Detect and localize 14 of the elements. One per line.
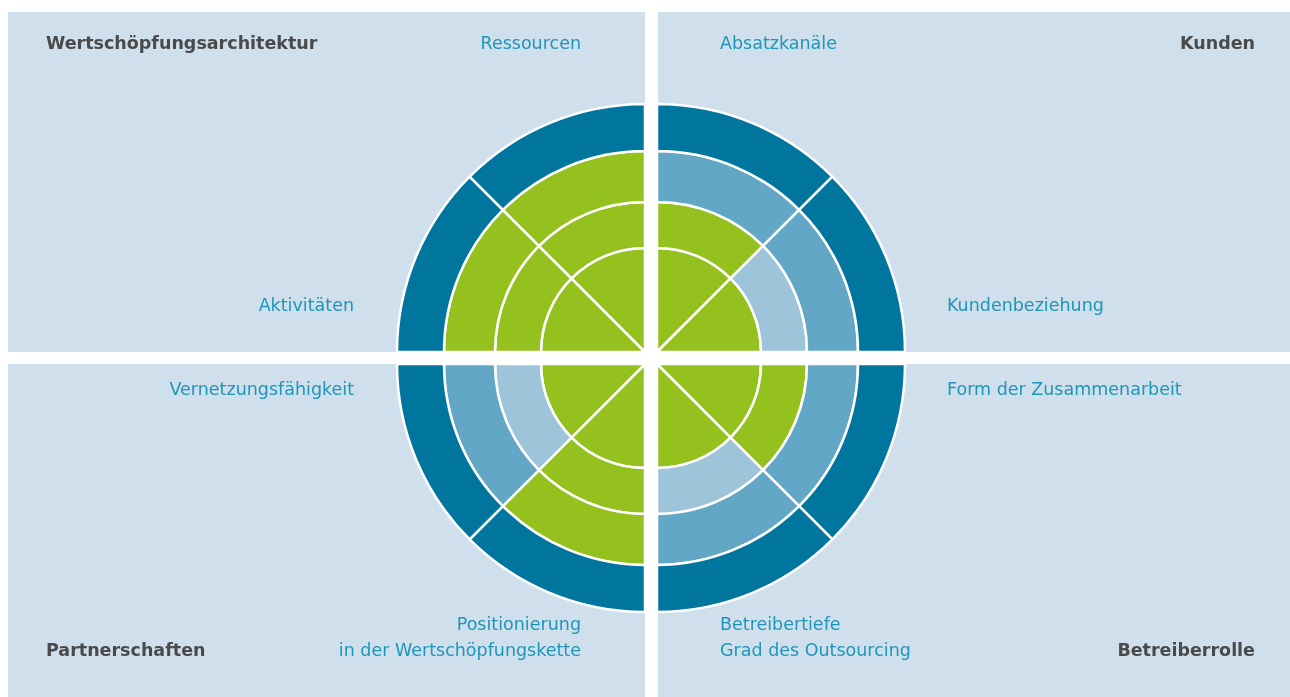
segment-label: Kundenbeziehung [947, 294, 1104, 317]
segment-label: Betreibertiefe [720, 613, 841, 636]
quadrant-heading: Wertschöpfungsarchitektur [46, 32, 318, 55]
quadrant-heading: Betreiberrolle [1117, 639, 1255, 662]
segment-label: Ressourcen [480, 32, 581, 55]
segment-label: Absatzkanäle [720, 32, 837, 55]
segment-label: Positionierung [456, 613, 581, 636]
quadrant-heading: Kunden [1179, 32, 1255, 55]
segment-label: Vernetzungsfähigkeit [169, 378, 354, 401]
segment-label: Grad des Outsourcing [720, 639, 911, 662]
quadrant-heading: Partnerschaften [46, 639, 206, 662]
segment-label: Form der Zusammenarbeit [947, 378, 1182, 401]
segment-label: Aktivitäten [258, 294, 354, 317]
segment-label: in der Wertschöpfungskette [338, 639, 581, 662]
